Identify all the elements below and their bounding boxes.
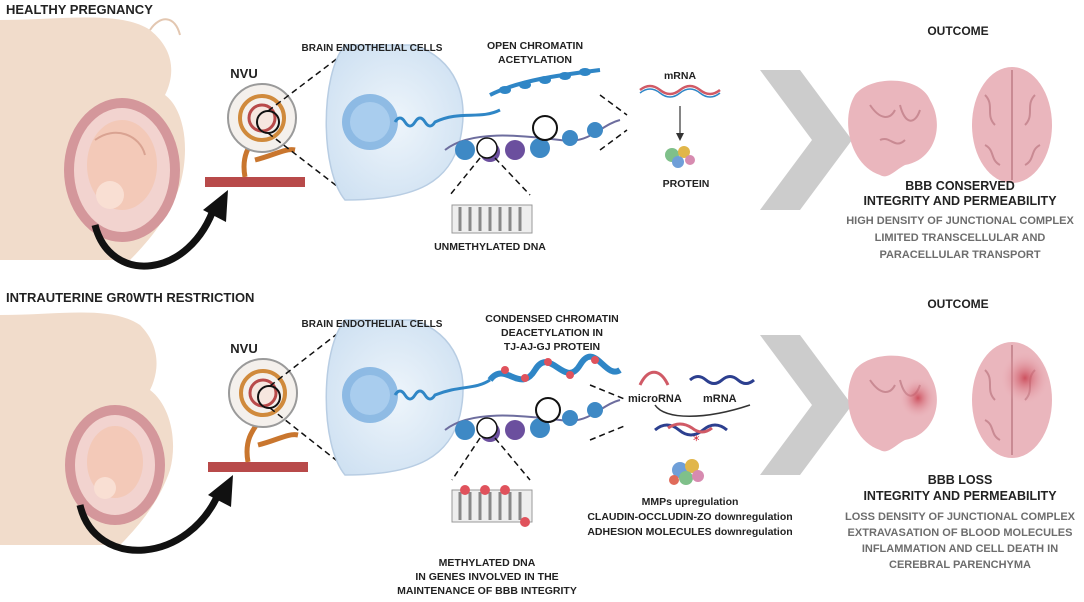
bottom-effect-line1: MMPs upregulation [641,496,739,508]
bottom-chromatin-line1: CONDENSED CHROMATIN [485,313,619,325]
bottom-outcome-label: OUTCOME [927,297,989,311]
top-section-title: HEALTHY PREGNANCY [6,2,153,17]
bottom-microrna-label: microRNA [628,393,682,405]
bottom-effect-line3: ADHESION MOLECULES downregulation [587,526,793,538]
brain-top-view-bottom [972,342,1052,458]
protein-bottom [669,459,704,485]
top-nvu-label: NVU [230,66,258,81]
dna-strand-top [393,108,501,128]
bottom-mrna-label: mRNA [703,393,737,405]
brain-top-view-top [972,67,1052,183]
top-detail-line1: HIGH DENSITY OF JUNCTIONAL COMPLEX [846,215,1074,227]
bottom-detail-line2: EXTRAVASATION OF BLOOD MOLECULES [847,527,1073,539]
bottom-effect-line2: CLAUDIN-OCCLUDIN-ZO downregulation [587,511,793,523]
mrna-wave-top [639,84,721,96]
top-detail-line2: LIMITED TRANSCELLULAR AND [874,232,1046,244]
outcome-chevron-bottom [760,335,852,475]
top-chromatin-line1: OPEN CHROMATIN [486,40,584,52]
bottom-panel: * [0,312,1052,554]
top-panel [0,17,1052,270]
bottom-result-line2: INTEGRITY AND PERMEABILITY [863,489,1057,503]
protein-top [665,146,695,168]
top-detail-line3: PARACELLULAR TRANSPORT [879,249,1041,261]
microrna-shape [638,370,670,386]
bottom-result-line1: BBB LOSS [927,473,993,487]
svg-text:*: * [693,434,700,449]
dna-ladder-top [451,204,533,234]
nucleosomes-top [455,122,603,162]
curved-arrow-bottom [76,488,224,554]
top-protein-label: PROTEIN [662,178,710,190]
top-endothelial-label: BRAIN ENDOTHELIAL CELLS [301,43,443,54]
nucleosomes-bottom [455,402,603,442]
top-chromatin-line2: ACETYLATION [498,54,572,66]
outcome-chevron-top [760,70,852,210]
bottom-dna-line1: METHYLATED DNA [438,557,536,569]
bottom-detail-line1: LOSS DENSITY OF JUNCTIONAL COMPLEX [844,511,1076,523]
brain-coronal-bottom [848,355,937,452]
curved-arrow-top [91,203,219,270]
bottom-detail-line4: CEREBRAL PARENCHYMA [889,559,1031,571]
top-result-line1: BBB CONSERVED [905,179,1015,193]
top-result-line2: INTEGRITY AND PERMEABILITY [863,194,1057,208]
top-mrna-label: mRNA [663,70,697,82]
dna-ladder-bottom [451,485,533,527]
bottom-dna-line2: IN GENES INVOLVED IN THE [415,571,559,583]
bottom-dna-line3: MAINTENANCE OF BBB INTEGRITY [397,585,577,597]
brain-coronal-top [848,80,937,177]
bottom-chromatin-line3: TJ-AJ-GJ PROTEIN [503,341,601,353]
blood-vessel-bottom [208,462,308,472]
mirna-mrna-duplex [654,423,728,437]
blood-vessel-top [205,177,305,187]
mrna-wave-bottom [689,375,755,385]
dna-strand-bottom [393,378,491,401]
top-outcome-label: OUTCOME [927,24,989,38]
bottom-endothelial-label: BRAIN ENDOTHELIAL CELLS [301,319,443,330]
bottom-chromatin-line2: DEACETYLATION IN [501,327,603,339]
condensed-chromatin-bottom [487,353,622,383]
bottom-nvu-label: NVU [230,341,258,356]
bottom-detail-line3: INFLAMMATION AND CELL DEATH IN [861,543,1059,555]
bottom-section-title: INTRAUTERINE GR0WTH RESTRICTION [6,290,255,305]
top-dna-label: UNMETHYLATED DNA [434,241,546,253]
